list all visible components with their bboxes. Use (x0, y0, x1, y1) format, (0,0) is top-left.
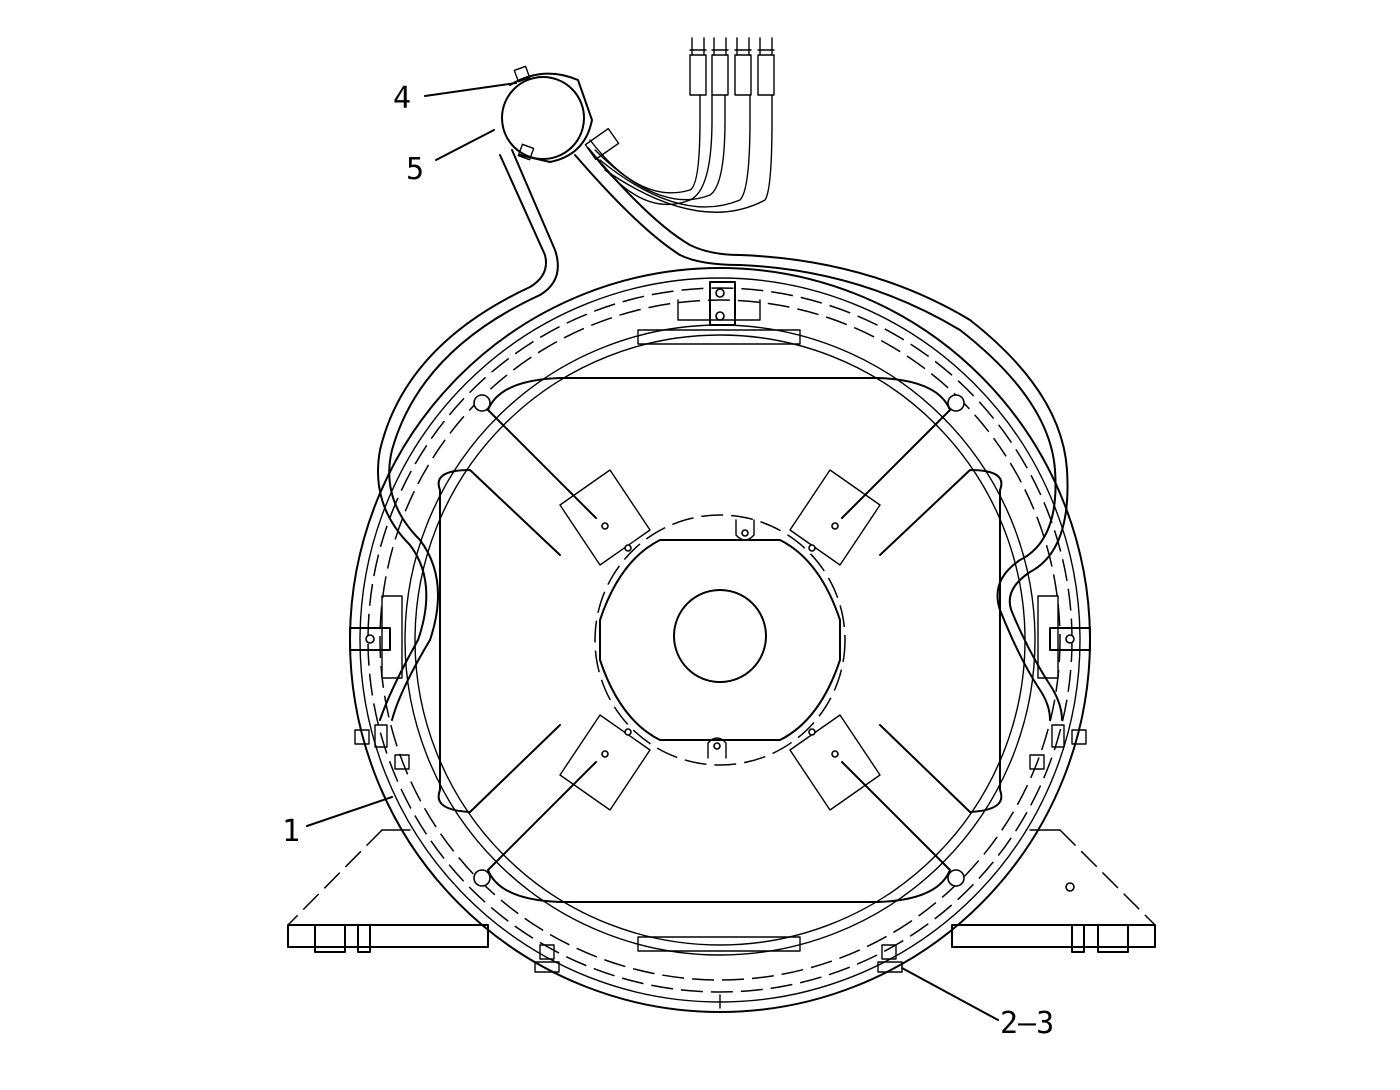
spade-terminal (689, 37, 707, 96)
wire-coil (501, 76, 585, 160)
bolt-nut (1029, 724, 1087, 770)
callout-1: 1 (282, 814, 300, 849)
right-side-bracket (1037, 595, 1091, 679)
wire-terminals (689, 37, 775, 96)
right-mounting-foot (951, 829, 1156, 953)
bolt-nut (877, 944, 903, 973)
callout-2-3: 2–3 (1000, 1006, 1054, 1041)
strap-hardware (354, 724, 1087, 973)
spade-terminal (734, 37, 752, 96)
shaft-bore (673, 589, 767, 683)
bolt-nut (354, 724, 410, 770)
callout-leaders (306, 82, 999, 1021)
bolt-nut (534, 944, 560, 973)
spoke-clamp (789, 714, 881, 811)
ring-bolt-holes (473, 394, 965, 887)
wire-harness (377, 65, 1069, 721)
callout-4: 4 (393, 81, 411, 116)
spoke-clamp (559, 469, 651, 566)
foot-bolt-hole (1065, 882, 1075, 892)
left-side-bracket (349, 595, 403, 679)
callout-5: 5 (406, 152, 424, 187)
spoke-clamp (789, 469, 881, 566)
spade-terminal (757, 37, 775, 96)
spoke-clamp (559, 714, 651, 811)
rotor-spider (437, 377, 1003, 903)
spade-terminal (711, 37, 729, 96)
left-mounting-foot (287, 829, 489, 953)
top-bracket (677, 281, 761, 326)
